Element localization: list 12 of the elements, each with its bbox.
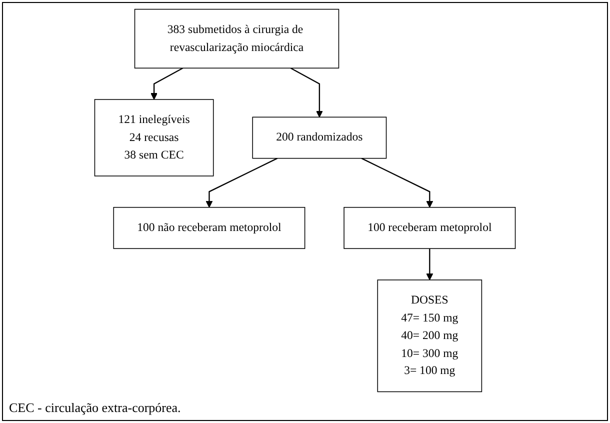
arrow [426,248,434,280]
node-box: 100 não receberam metoprolol [113,206,306,249]
arrow [206,158,278,208]
arrow [150,68,184,100]
arrow [361,158,434,208]
node-box: DOSES 47= 150 mg 40= 200 mg 10= 300 mg 3= 100 mg [377,280,482,392]
node-box: 383 submetidos à cirurgia de revascularização miocárdica [134,8,340,68]
node-box: 121 inelegíveis 24 recusas 38 sem CEC [94,99,214,176]
footnote: CEC - circulação extra-corpórea. [9,400,182,416]
node-box: 200 randomizados [252,116,387,159]
node-box: 100 receberam metoprolol [344,206,516,249]
arrow [290,68,323,118]
